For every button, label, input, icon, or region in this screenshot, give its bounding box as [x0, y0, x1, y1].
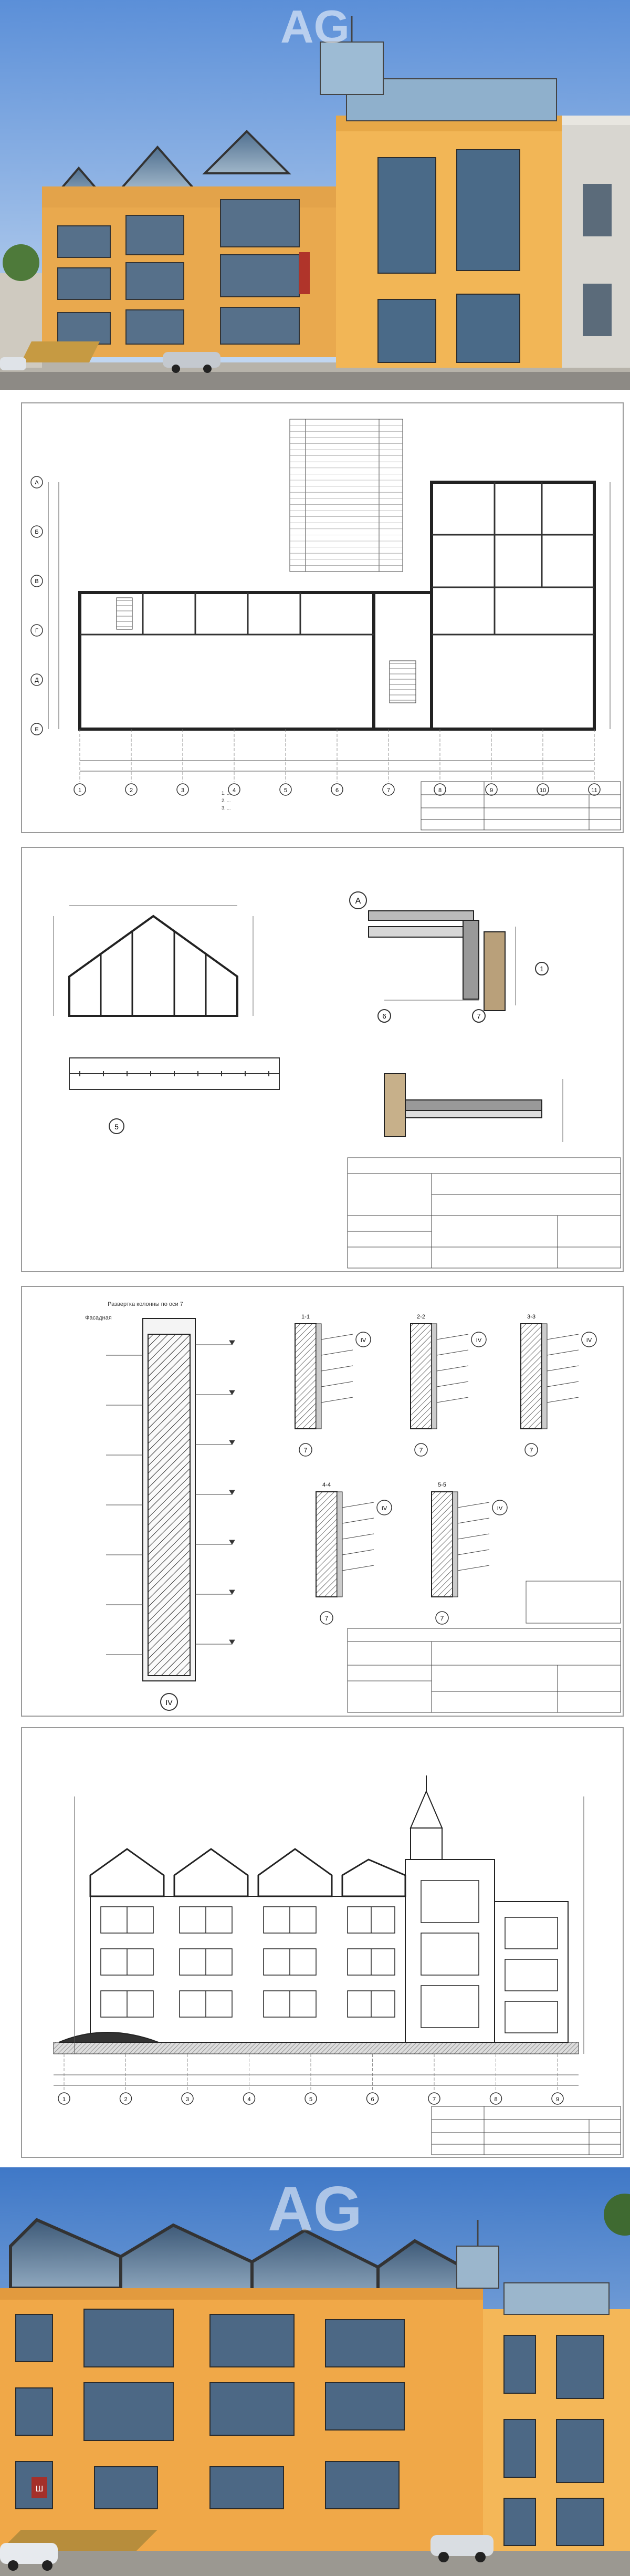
floor-plan-sheet: 1 2 3 4 5 6 7 8 9 10 11 А Б В Г Д Е 1. ... 2. ... 3. ... — [21, 402, 624, 833]
bottom-building-render: Ш AG — [0, 2167, 630, 2576]
elevation-axis-label: 7 — [433, 2096, 436, 2103]
plan-title-block — [421, 781, 621, 830]
axis-5-label: 5 — [114, 1123, 119, 1131]
bottom-shop-sign: Ш — [36, 2485, 44, 2494]
detail-iv: IV — [476, 1337, 482, 1344]
top-render-image — [0, 0, 630, 390]
detail-axis-7: 7 — [530, 1447, 533, 1454]
plan-axis-label: 4 — [233, 787, 236, 794]
plan-axis-label-v: Д — [35, 677, 39, 683]
detail-iv: IV — [497, 1505, 503, 1512]
plan-axis-label-v: В — [35, 578, 38, 585]
node-2-detail — [384, 1073, 542, 1137]
detail-label: 5-5 — [438, 1482, 446, 1488]
plan-axis-label: 10 — [540, 787, 546, 794]
elevation-axis-label: 5 — [309, 2096, 312, 2103]
plan-axis-label: 3 — [181, 787, 184, 794]
plan-axis-marker — [382, 783, 395, 796]
elevation-axis-label: 9 — [556, 2096, 559, 2103]
detail-label: 2-2 — [417, 1314, 425, 1320]
bottom-render-image: Ш — [0, 2167, 630, 2576]
plan-axis-label: 7 — [387, 787, 390, 794]
axis-1-label: 1 — [540, 965, 543, 973]
detail-label: 4-4 — [322, 1482, 331, 1488]
wall-sections-sheet: Развертка колонны по оси 7 Фасадная IV 1… — [21, 1286, 624, 1717]
plan-axis-marker — [588, 783, 601, 796]
top-building-render: AG — [0, 0, 630, 390]
plan-axis-label: 2 — [130, 787, 133, 794]
bottom-watermark: AG — [268, 2174, 362, 2244]
elevation-sheet: 1 2 3 4 5 6 7 8 9 — [21, 1727, 624, 2158]
elevation-axis-label: 2 — [124, 2096, 127, 2103]
top-watermark: AG — [280, 1, 350, 53]
plan-axis-marker — [485, 783, 498, 796]
detail-iv: IV — [382, 1505, 387, 1512]
axis-6-label: 6 — [382, 1012, 386, 1020]
axis-7-label: 7 — [477, 1012, 480, 1020]
plan-axis-label: 6 — [335, 787, 339, 794]
plan-note: 3. ... — [222, 805, 231, 811]
plan-note: 2. ... — [222, 798, 231, 803]
floor-plan-drawing: 1 2 3 4 5 6 7 8 9 10 11 А Б В Г Д Е 1. ... 2. ... 3. ... — [30, 419, 621, 830]
node-a-detail — [368, 910, 506, 1011]
plan-axis-label: 11 — [591, 787, 597, 794]
column-label: Фасадная — [85, 1315, 112, 1321]
elevation-axis-label: 6 — [371, 2096, 374, 2103]
plan-axis-marker — [434, 783, 446, 796]
detail-axis-7: 7 — [325, 1615, 329, 1622]
detail-axis-7: 7 — [440, 1615, 444, 1622]
detail-iv: IV — [586, 1337, 592, 1344]
wall-sections-drawing: Развертка колонны по оси 7 Фасадная IV 1… — [85, 1301, 621, 1713]
plan-axis-marker — [331, 783, 343, 796]
plan-axis-marker — [176, 783, 189, 796]
plan-axis-label: 9 — [490, 787, 493, 794]
plan-axis-label: 8 — [438, 787, 442, 794]
detail-axis-7: 7 — [304, 1447, 308, 1454]
plan-axis-label-v: Г — [35, 628, 38, 634]
detail-label: 1-1 — [301, 1314, 310, 1320]
elevation-axis-label: 3 — [186, 2096, 189, 2103]
elevation-axis-label: 1 — [62, 2096, 66, 2103]
plan-axis-marker — [74, 783, 86, 796]
axis-a-label: А — [355, 897, 361, 906]
column-title: Развертка колонны по оси 7 — [108, 1301, 183, 1307]
detail-axis-7: 7 — [419, 1447, 423, 1454]
plan-axis-marker — [537, 783, 549, 796]
elevation-axis-label: 4 — [247, 2096, 250, 2103]
plan-axis-marker — [228, 783, 240, 796]
detail-iv: IV — [361, 1337, 366, 1344]
column-elevation — [142, 1318, 196, 1681]
wall-title-block — [347, 1581, 621, 1713]
plan-axis-marker — [279, 783, 292, 796]
gable-elevation — [68, 915, 238, 1017]
marker-iv: IV — [165, 1698, 173, 1707]
room-table — [289, 419, 403, 572]
axis-a-marker — [349, 891, 367, 909]
elevation-axis-label: 8 — [494, 2096, 497, 2103]
details-sheet: 5 А 6 7 1 — [21, 847, 624, 1272]
plan-axis-label: 1 — [78, 787, 81, 794]
plan-axis-label-v: Е — [35, 726, 38, 733]
plan-note: 1. ... — [222, 791, 231, 796]
details-drawing: 5 А 6 7 1 — [53, 891, 621, 1269]
detail-label: 3-3 — [527, 1314, 536, 1320]
plan-axis-label: 5 — [284, 787, 287, 794]
plan-axis-marker — [125, 783, 138, 796]
elevation-drawing: 1 2 3 4 5 6 7 8 9 — [53, 1775, 621, 2155]
plan-axis-label-v: А — [35, 480, 39, 486]
axis-5-marker — [109, 1118, 124, 1134]
details-title-block — [347, 1157, 621, 1269]
elevation-title-block — [431, 2106, 621, 2155]
plan-axis-label-v: Б — [35, 529, 38, 535]
